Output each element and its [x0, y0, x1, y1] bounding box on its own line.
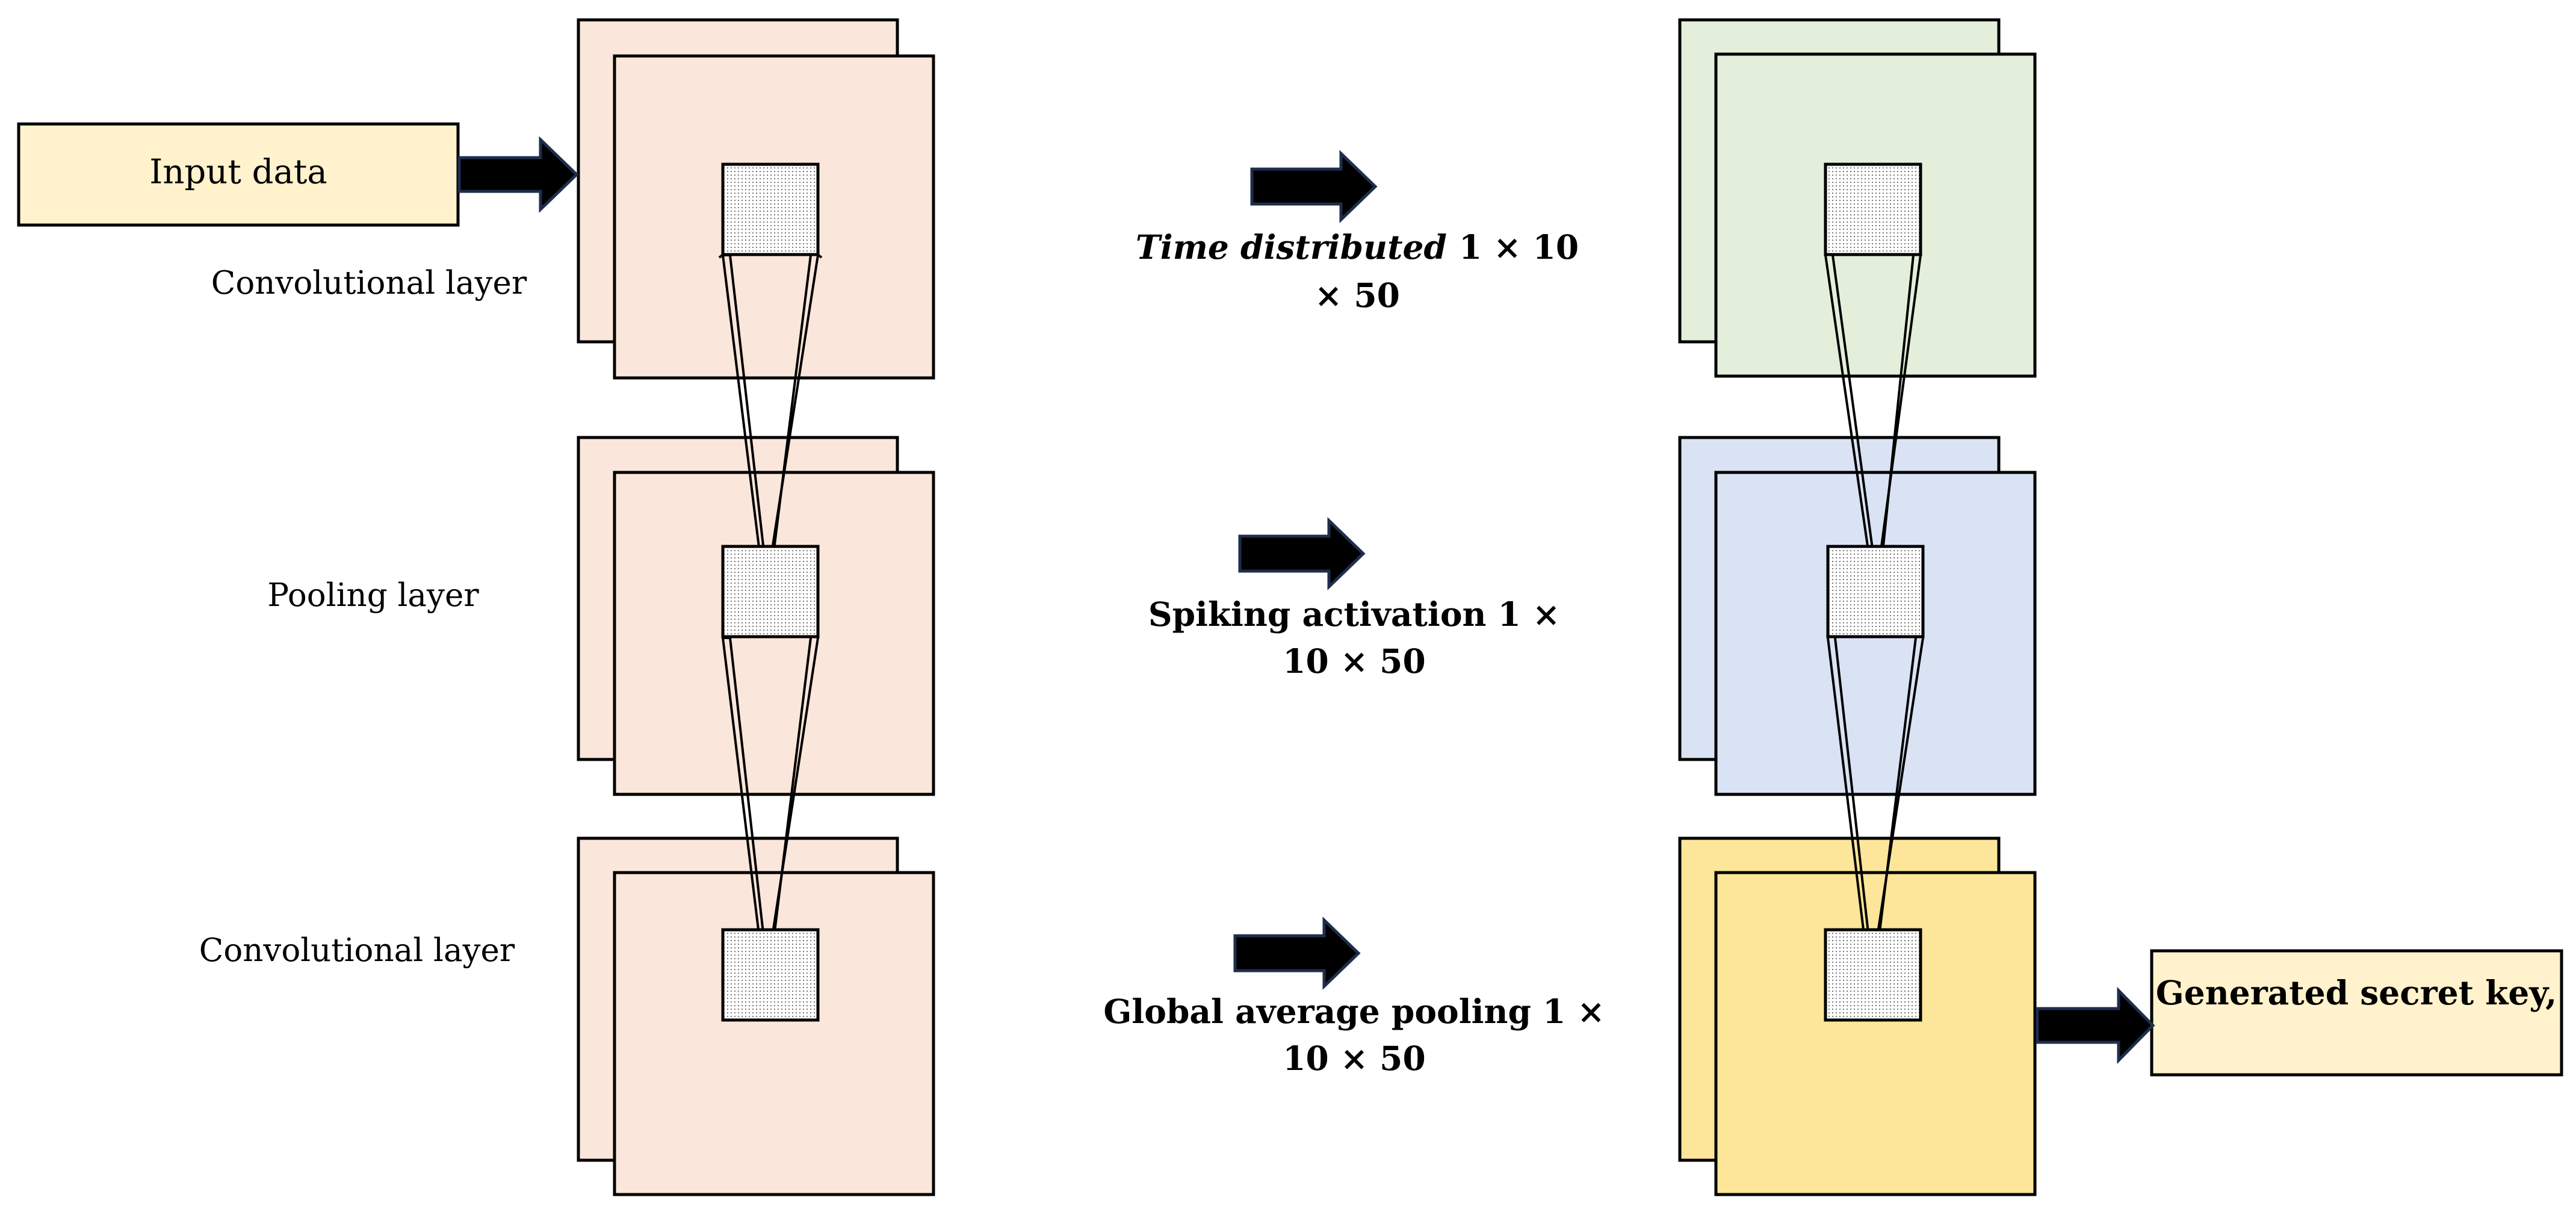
svg-text:Time distributed 1 × 10: Time distributed 1 × 10: [1136, 227, 1579, 267]
spiking-line1: Spiking activation 1 ×: [1148, 595, 1560, 634]
input-data-box: Input data: [17, 122, 460, 227]
label-convolutional-layer-1: Convolutional layer: [211, 265, 527, 301]
time-distributed-dims: 1 × 10: [1459, 227, 1579, 267]
spiking-line2: 10 × 50: [1283, 642, 1425, 681]
input-data-label: Input data: [149, 153, 327, 192]
time-distributed-line2: × 50: [1314, 276, 1400, 315]
output-secret-key-box: Generated secret key,: [2150, 949, 2563, 1077]
right-kernel-top: [1824, 162, 1922, 256]
right-stack-1: [1678, 18, 2037, 378]
right-kernel-mid: [1826, 545, 1925, 638]
middle-arrow-bottom: [1233, 917, 1361, 990]
label-pooling-layer: Pooling layer: [267, 577, 479, 614]
middle-arrow-top: [1250, 150, 1378, 223]
time-distributed-italic: Time distributed: [1136, 227, 1447, 267]
input-arrow: [457, 136, 579, 213]
gap-line2: 10 × 50: [1283, 1039, 1425, 1078]
label-time-distributed: Time distributed 1 × 10 × 50: [1136, 227, 1579, 315]
gap-line1: Global average pooling 1 ×: [1103, 992, 1605, 1031]
label-convolutional-layer-2: Convolutional layer: [199, 932, 515, 969]
output-arrow: [2036, 986, 2155, 1065]
left-kernel-bottom: [721, 928, 820, 1022]
middle-arrow-mid: [1238, 517, 1366, 590]
output-secret-key-label: Generated secret key,: [2156, 973, 2557, 1012]
right-kernel-bottom: [1824, 928, 1922, 1022]
right-stack-2: [1678, 436, 2037, 796]
left-kernel-mid: [721, 545, 820, 638]
left-stack-1: [577, 18, 935, 380]
label-spiking-activation: Spiking activation 1 × 10 × 50: [1148, 595, 1560, 681]
label-global-average-pooling: Global average pooling 1 × 10 × 50: [1103, 992, 1605, 1078]
left-kernel-top: [718, 162, 823, 259]
